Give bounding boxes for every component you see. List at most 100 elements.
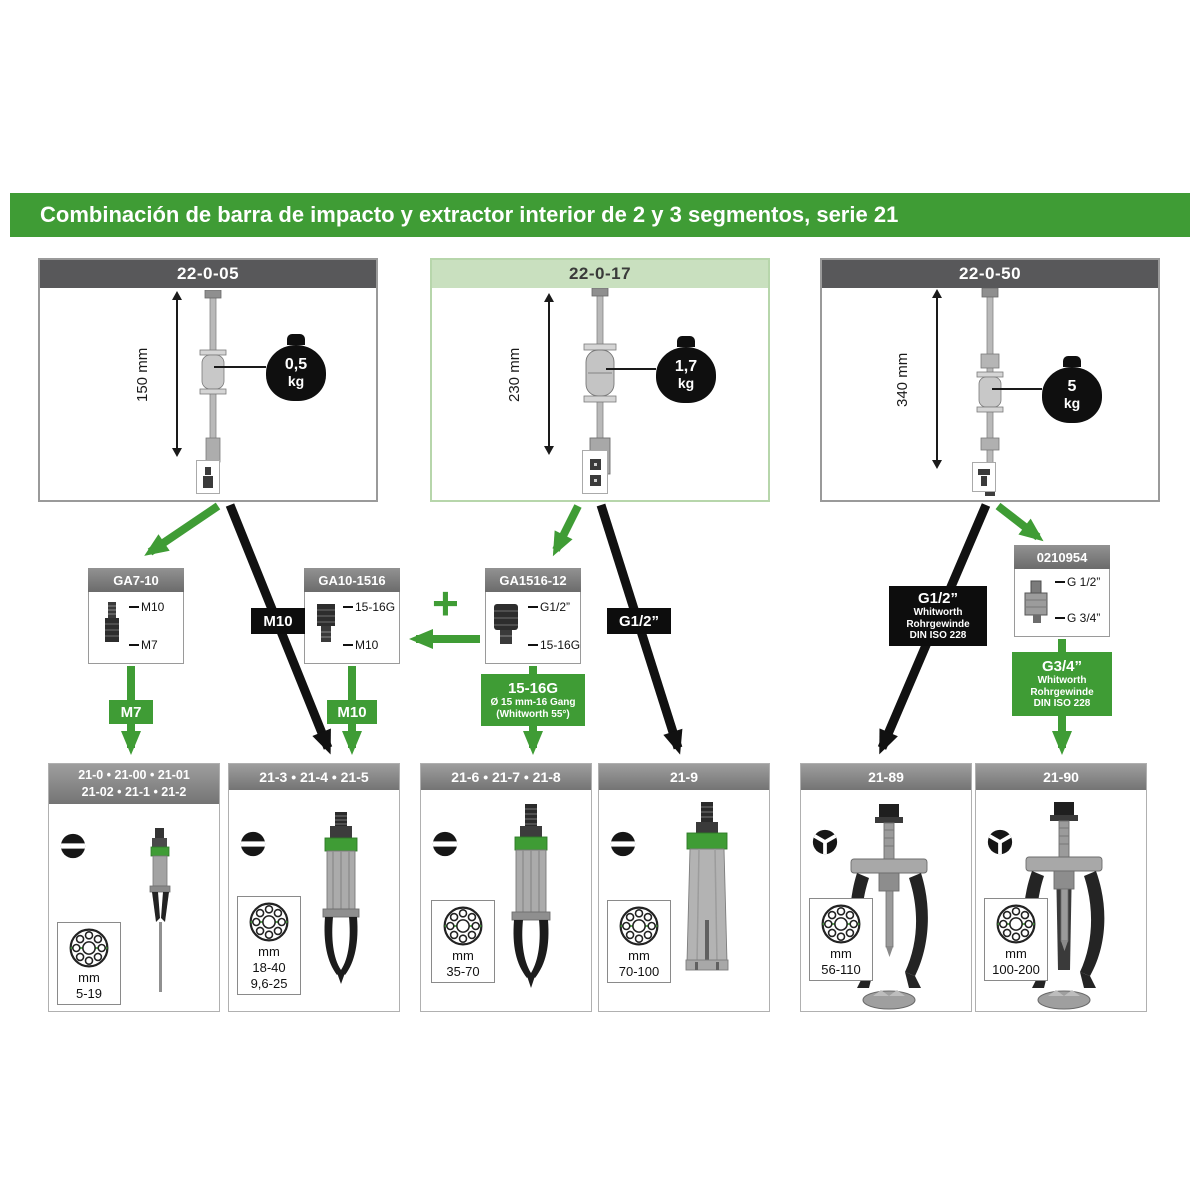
product-id: 21-89 (801, 764, 971, 790)
product-id: 22-0-50 (822, 260, 1158, 288)
product-body: mm 56-110 (801, 790, 971, 1011)
extractor-image (685, 802, 729, 971)
weight-value: 1,7 (674, 358, 698, 376)
range-panel: mm 5-19 (57, 922, 121, 1005)
range-unit: mm (830, 946, 852, 961)
product-card-21-3-series: 21-3 • 21-4 • 21-5 (228, 763, 400, 1012)
product-id: 21-0 • 21-00 • 21-01 21-02 • 21-1 • 21-2 (49, 764, 219, 804)
adapter-card-ga10-1516: GA10-1516 15-16G M10 (304, 568, 400, 664)
range-panel: mm 35-70 (431, 900, 495, 983)
range-unit: mm (258, 944, 280, 959)
product-id: 22-0-17 (432, 260, 768, 288)
bearing-icon (821, 904, 861, 944)
product-card-21-90: 21-90 (975, 763, 1147, 1012)
thread-label-top: G 1/2” (1055, 575, 1100, 589)
extractor-image (149, 828, 171, 992)
thread-label-top: G1/2” (528, 600, 570, 614)
two-segment-icon (610, 831, 636, 857)
leader-tick (528, 644, 538, 646)
weight-body: 1,7 kg (656, 347, 716, 403)
plus-sign: + (432, 577, 459, 629)
m10-green-label: M10 (327, 700, 377, 724)
range-panel: mm 56-110 (809, 898, 873, 981)
bearing-icon (619, 906, 659, 946)
adapter-id: GA1516-12 (485, 568, 581, 592)
product-body: mm 100-200 (976, 790, 1146, 1011)
weight-body: 0,5 kg (266, 345, 326, 401)
m7-green-label: M7 (109, 700, 153, 724)
two-segment-icon (432, 831, 458, 857)
weight-icon: 0,5 kg (266, 334, 326, 401)
extractor-image (322, 812, 360, 984)
product-card-21-9: 21-9 (598, 763, 770, 1012)
adapter-body: G 1/2” G 3/4” (1014, 569, 1110, 637)
weight-body: 5 kg (1042, 367, 1102, 423)
thread-label-top: M10 (129, 600, 164, 614)
thread-label-bottom: 15-16G (528, 638, 580, 652)
weight-leader-line (992, 388, 1042, 390)
product-id: 21-9 (599, 764, 769, 790)
length-label: 340 mm (894, 352, 911, 408)
two-segment-icon (60, 833, 86, 859)
m10-black-label: M10 (251, 608, 305, 634)
adapter-card-ga7-10: GA7-10 M10 M7 (88, 568, 184, 664)
adapter-image (105, 602, 119, 642)
range-value-2: 9,6-25 (250, 976, 288, 991)
range-value: 56-110 (821, 962, 861, 977)
three-segment-icon (987, 829, 1013, 855)
bearing-icon (249, 902, 289, 942)
range-unit: mm (452, 948, 474, 963)
product-id: 21-3 • 21-4 • 21-5 (229, 764, 399, 790)
title-bar: Combinación de barra de impacto y extrac… (10, 193, 1190, 237)
adapter-id: 0210954 (1014, 545, 1110, 569)
weight-icon: 1,7 kg (656, 336, 716, 403)
leader-tick (129, 606, 139, 608)
weight-value: 5 (1067, 378, 1077, 396)
g12-whitworth-label: G1/2” Whitworth Rohrgewinde DIN ISO 228 (889, 586, 987, 646)
weight-handle (287, 334, 305, 345)
range-value: 5-19 (75, 986, 103, 1001)
leader-tick (528, 606, 538, 608)
range-value: 100-200 (992, 962, 1040, 977)
adapter-card-ga1516-12: GA1516-12 G1/2” 15-16G (485, 568, 581, 664)
thread-label-top: 15-16G (343, 600, 395, 614)
weight-handle (677, 336, 695, 347)
thread-15-16g-label: 15-16G Ø 15 mm-16 Gang (Whitworth 55°) (481, 674, 585, 726)
range-panel: mm 18-40 9,6-25 (237, 896, 301, 995)
leader-tick (343, 644, 353, 646)
bearing-icon (69, 928, 109, 968)
product-card-21-6-series: 21-6 • 21-7 • 21-8 (420, 763, 592, 1012)
range-panel: mm 100-200 (984, 898, 1048, 981)
range-value: 18-40 (252, 960, 286, 975)
leader-tick (1055, 581, 1065, 583)
product-card-21-0-series: 21-0 • 21-00 • 21-01 21-02 • 21-1 • 21-2 (48, 763, 220, 1012)
range-unit: mm (78, 970, 100, 985)
weight-handle (1063, 356, 1081, 367)
g12-black-label: G1/2” (607, 608, 671, 634)
product-body: mm 70-100 (599, 790, 769, 1011)
dimension-arrow (544, 293, 554, 455)
thread-label-bottom: M10 (343, 638, 378, 652)
adapter-body: G1/2” 15-16G (485, 592, 581, 664)
range-value: 35-70 (446, 964, 480, 979)
product-id: 21-90 (976, 764, 1146, 790)
weight-icon: 5 kg (1042, 356, 1102, 423)
adapter-image (494, 604, 518, 644)
range-unit: mm (1005, 946, 1027, 961)
page-title: Combinación de barra de impacto y extrac… (40, 202, 899, 227)
adapter-id: GA7-10 (88, 568, 184, 592)
product-body: mm 35-70 (421, 790, 591, 1011)
bearing-icon (996, 904, 1036, 944)
thread-label-bottom: G 3/4” (1055, 611, 1100, 625)
length-label: 150 mm (134, 347, 151, 403)
adapter-body: 15-16G M10 (304, 592, 400, 664)
product-card-21-89: 21-89 (800, 763, 972, 1012)
adapter-id: GA10-1516 (304, 568, 400, 592)
range-unit: mm (628, 948, 650, 963)
g34-whitworth-label: G3/4” Whitworth Rohrgewinde DIN ISO 228 (1012, 652, 1112, 716)
extractor-image (511, 804, 551, 988)
leader-tick (1055, 617, 1065, 619)
two-segment-icon (240, 831, 266, 857)
weight-unit: kg (287, 373, 305, 390)
